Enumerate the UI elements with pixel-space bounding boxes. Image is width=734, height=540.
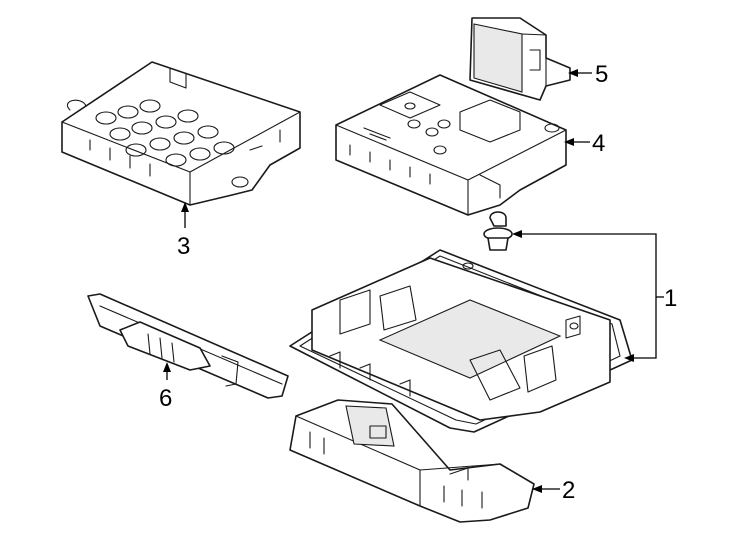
part-2-cover [289,399,535,523]
callout-4: 4 [592,130,605,157]
leader-lines [163,69,664,493]
clip-fastener [483,211,513,251]
leader-1 [518,233,657,359]
part-4-module [335,74,567,216]
part-3-tray [61,61,301,206]
callout-6: 6 [159,385,172,412]
callout-5: 5 [595,61,608,88]
part-5-sensor [469,17,571,101]
callout-labels: 1 2 3 4 5 6 [159,61,677,504]
arrowhead-1a [512,230,522,238]
arrowhead-1b [624,354,634,362]
callout-3: 3 [177,233,190,260]
callout-1: 1 [664,285,677,312]
part-6-lens [87,293,289,399]
part-1-housing [289,249,633,433]
callout-2: 2 [562,477,575,504]
